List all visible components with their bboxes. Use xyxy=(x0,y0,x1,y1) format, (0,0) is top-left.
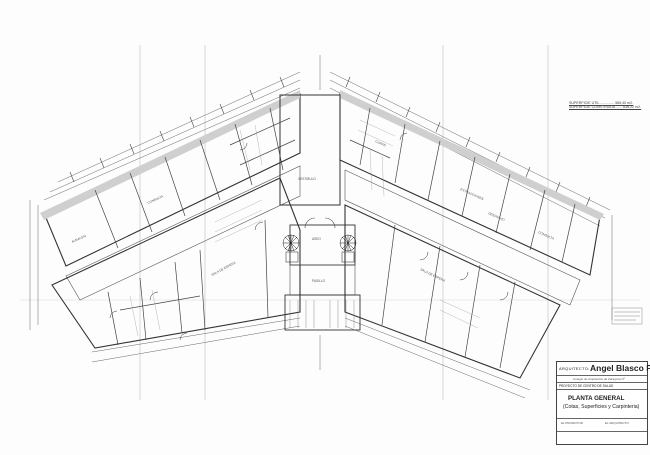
plan-title-row: PLANTA GENERAL (Cotas, Superficies y Car… xyxy=(557,390,647,419)
sheet-fold-lines xyxy=(20,45,640,400)
stamp-marks xyxy=(611,307,643,325)
area-summary: SUPERFICIE UTIL .............. 565,40 m2… xyxy=(569,101,642,110)
plan-subtitle: (Cotas, Superficies y Carpinteria) xyxy=(563,404,640,410)
dimension-lines xyxy=(29,55,613,399)
architect-label: ARQUITECTO: xyxy=(559,366,590,371)
left-wing xyxy=(40,90,301,349)
firm-row: Colegio de Arquitectos de Zaragoza Nº xyxy=(557,376,647,383)
promoter-label: EL PROMOTOR xyxy=(561,421,584,425)
room-label: CURAS xyxy=(375,139,387,147)
title-block: ARQUITECTO: Angel Blasco Pe Colegio de A… xyxy=(556,361,650,445)
room-label: SALA DE ESPERA xyxy=(211,260,238,277)
dimension-ticks xyxy=(69,76,591,208)
architect-signature-label: EL ARQUITECTO xyxy=(605,421,629,425)
architect-row: ARQUITECTO: Angel Blasco Pe xyxy=(557,362,650,376)
central-core xyxy=(279,94,361,331)
area-usable: SUPERFICIE UTIL .............. 565,40 m2… xyxy=(569,101,634,105)
room-label: DESPACHO xyxy=(488,211,506,222)
room-label: PASILLO xyxy=(312,279,326,283)
room-label: CONSULTA xyxy=(538,230,556,241)
room-label: VESTIBULO xyxy=(298,177,316,181)
room-label: EXTRACCIONES xyxy=(460,187,485,201)
room-label: ASEO xyxy=(312,237,321,241)
room-label: ALMACEN xyxy=(71,234,87,244)
right-wing xyxy=(339,90,604,379)
firm-line: Colegio de Arquitectos de Zaragoza Nº xyxy=(573,377,625,381)
plan-title: PLANTA GENERAL xyxy=(568,395,625,402)
project-name: PROYECTO DE CENTRO DE SALUD xyxy=(559,384,614,388)
signature-row: EL PROMOTOR EL ARQUITECTO xyxy=(557,419,647,432)
plant-symbol-left xyxy=(282,234,300,252)
area-built: SUPERFICIE CONSTRUIDA ...... 636,22 m2. xyxy=(569,105,642,110)
project-row: PROYECTO DE CENTRO DE SALUD xyxy=(557,383,647,390)
room-label: SALA DE ESPERA xyxy=(420,267,447,283)
plant-symbol-right xyxy=(339,234,357,252)
room-label: CONSULTA xyxy=(147,194,165,205)
architect-name: Angel Blasco Pe xyxy=(590,363,650,373)
